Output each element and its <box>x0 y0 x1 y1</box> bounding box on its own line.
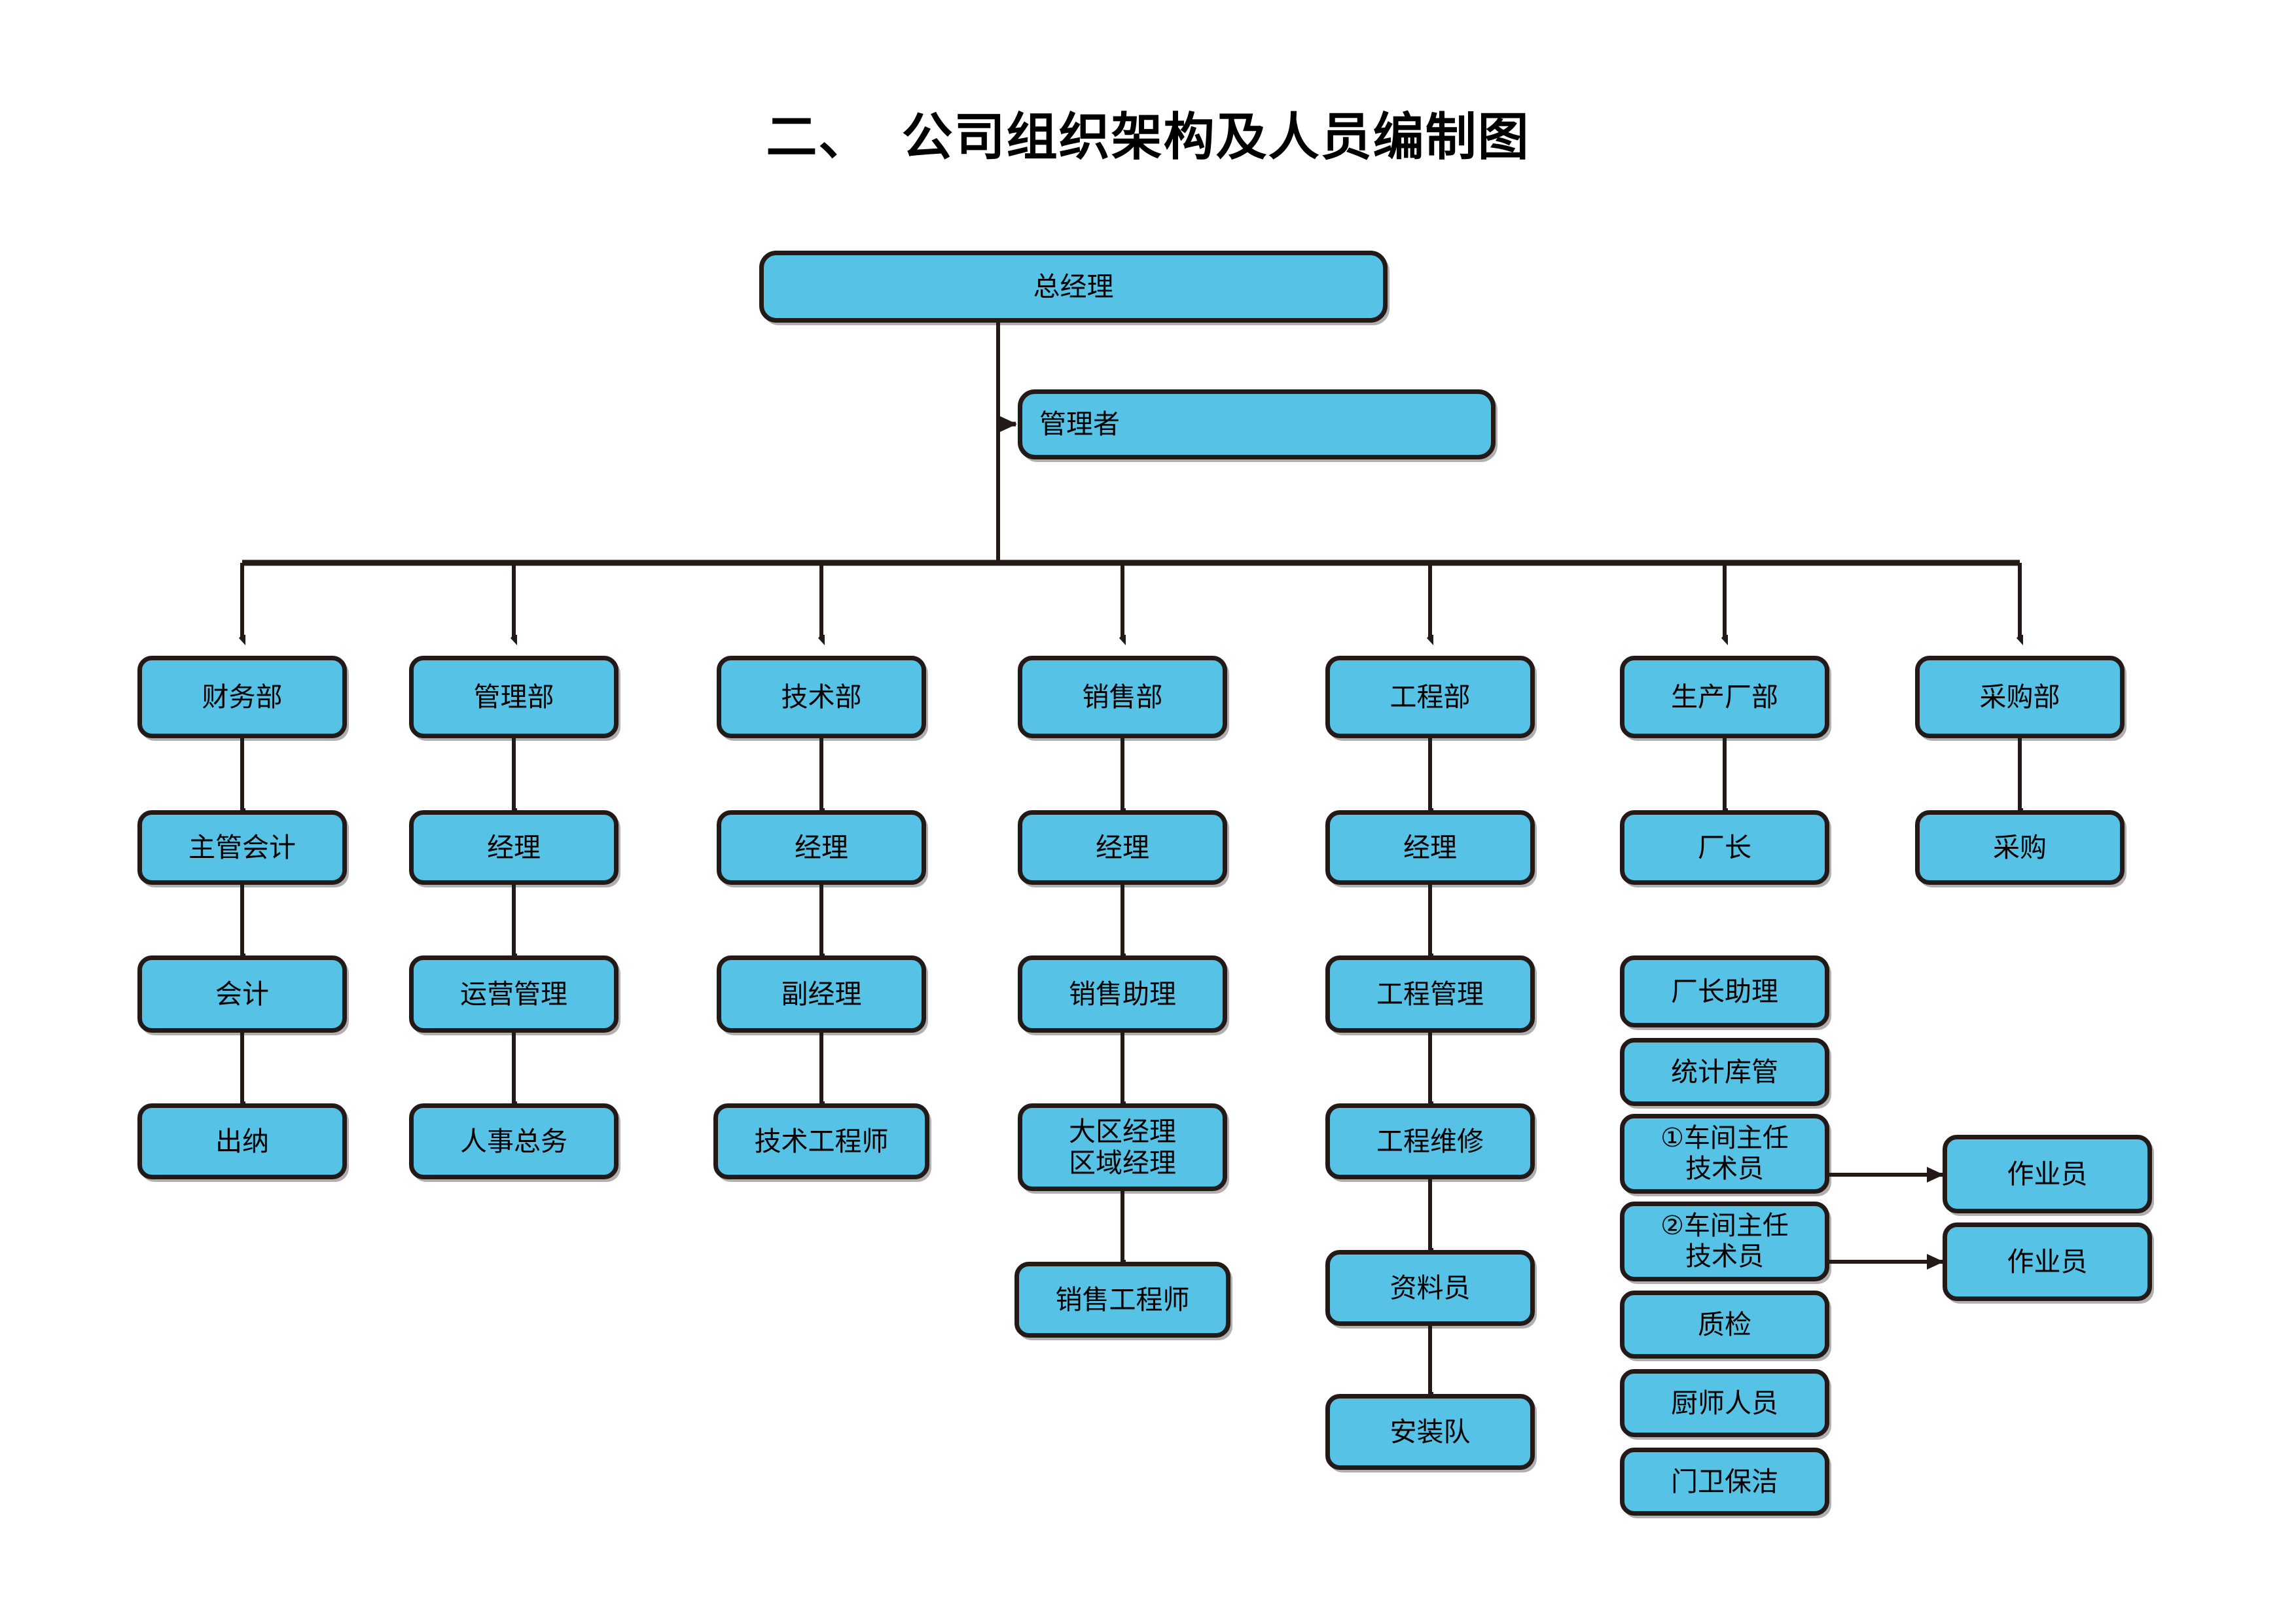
node-operator-2[interactable]: 作业员 <box>1943 1222 2152 1301</box>
node-sales-assistant[interactable]: 销售助理 <box>1018 955 1227 1033</box>
node-prod-statistics-warehouse[interactable]: 统计库管 <box>1620 1038 1829 1106</box>
node-general-manager[interactable]: 总经理 <box>759 251 1388 323</box>
node-operator-1[interactable]: 作业员 <box>1943 1135 2152 1213</box>
node-eng-maintenance[interactable]: 工程维修 <box>1325 1103 1535 1179</box>
node-department-finance[interactable]: 财务部 <box>137 656 347 738</box>
node-tech-manager[interactable]: 经理 <box>717 810 926 885</box>
node-prod-plant-assistant[interactable]: 厂长助理 <box>1620 955 1829 1027</box>
node-prod-workshop-director-1[interactable]: ①车间主任 技术员 <box>1620 1114 1829 1194</box>
node-department-purchasing[interactable]: 采购部 <box>1915 656 2125 738</box>
node-eng-project-management[interactable]: 工程管理 <box>1325 955 1535 1033</box>
node-department-sales[interactable]: 销售部 <box>1018 656 1227 738</box>
node-finance-accountant[interactable]: 会计 <box>137 955 347 1033</box>
node-prod-kitchen-staff[interactable]: 厨师人员 <box>1620 1369 1829 1437</box>
node-finance-cashier[interactable]: 出纳 <box>137 1103 347 1179</box>
node-prod-security-cleaning[interactable]: 门卫保洁 <box>1620 1448 1829 1516</box>
node-prod-plant-director[interactable]: 厂长 <box>1620 810 1829 885</box>
node-finance-chief-accountant[interactable]: 主管会计 <box>137 810 347 885</box>
node-admin-hr-general-affairs[interactable]: 人事总务 <box>409 1103 619 1179</box>
node-sales-manager[interactable]: 经理 <box>1018 810 1227 885</box>
node-department-engineering[interactable]: 工程部 <box>1325 656 1535 738</box>
node-eng-document-clerk[interactable]: 资料员 <box>1325 1250 1535 1326</box>
node-tech-deputy-manager[interactable]: 副经理 <box>717 955 926 1033</box>
node-eng-manager[interactable]: 经理 <box>1325 810 1535 885</box>
node-prod-quality-inspection[interactable]: 质检 <box>1620 1291 1829 1359</box>
node-admin-operations[interactable]: 运营管理 <box>409 955 619 1033</box>
node-sales-regional-manager[interactable]: 大区经理 区域经理 <box>1018 1103 1227 1191</box>
node-department-production[interactable]: 生产厂部 <box>1620 656 1829 738</box>
node-department-administration[interactable]: 管理部 <box>409 656 619 738</box>
node-manager[interactable]: 管理者 <box>1018 389 1496 459</box>
node-tech-engineer[interactable]: 技术工程师 <box>713 1103 929 1179</box>
node-department-technology[interactable]: 技术部 <box>717 656 926 738</box>
node-admin-manager[interactable]: 经理 <box>409 810 619 885</box>
node-sales-engineer[interactable]: 销售工程师 <box>1014 1262 1230 1338</box>
node-purchasing-buyer[interactable]: 采购 <box>1915 810 2125 885</box>
page-title: 二、 公司组织架构及人员编制图 <box>766 108 1530 166</box>
node-prod-workshop-director-2[interactable]: ②车间主任 技术员 <box>1620 1202 1829 1281</box>
node-eng-installation-team[interactable]: 安装队 <box>1325 1394 1535 1470</box>
